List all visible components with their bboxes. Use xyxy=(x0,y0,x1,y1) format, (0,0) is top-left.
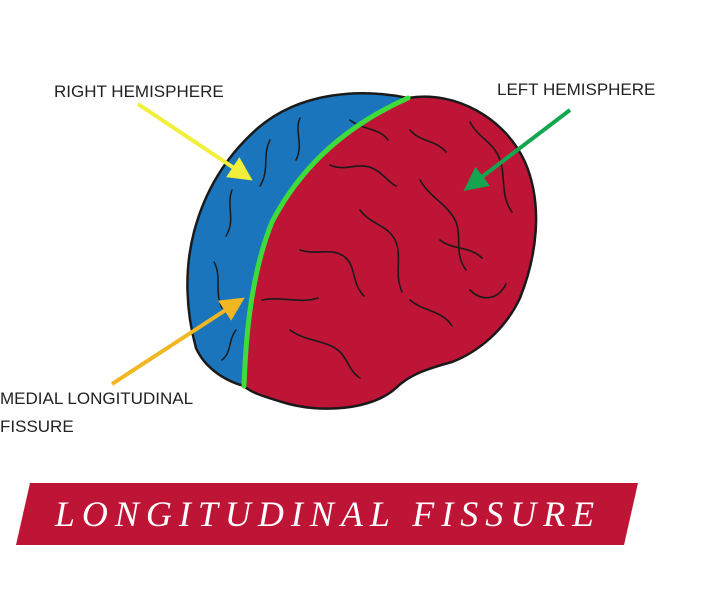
left-hemisphere-arrow xyxy=(463,108,572,191)
banner-background xyxy=(16,483,638,545)
banner-title: LONGITUDINAL FISSURE xyxy=(54,494,602,534)
medial-label-line-2: FISSURE xyxy=(0,417,74,436)
fissure-line xyxy=(241,95,411,389)
left-hemisphere-label: LEFT HEMISPHERE xyxy=(497,80,656,99)
left-hemisphere-sulci xyxy=(261,119,513,379)
medial-longitudinal-fissure-label: MEDIAL LONGITUDINAL FISSURE xyxy=(0,385,193,441)
right-hemisphere-sulci xyxy=(213,117,301,361)
medial-label-line-1: MEDIAL LONGITUDINAL xyxy=(0,389,194,408)
right-hemisphere-arrow xyxy=(136,102,253,181)
medial-fissure-arrow xyxy=(110,297,245,386)
right-hemisphere-label: RIGHT HEMISPHERE xyxy=(54,82,224,101)
title-banner: LONGITUDINAL FISSURE xyxy=(16,481,640,547)
